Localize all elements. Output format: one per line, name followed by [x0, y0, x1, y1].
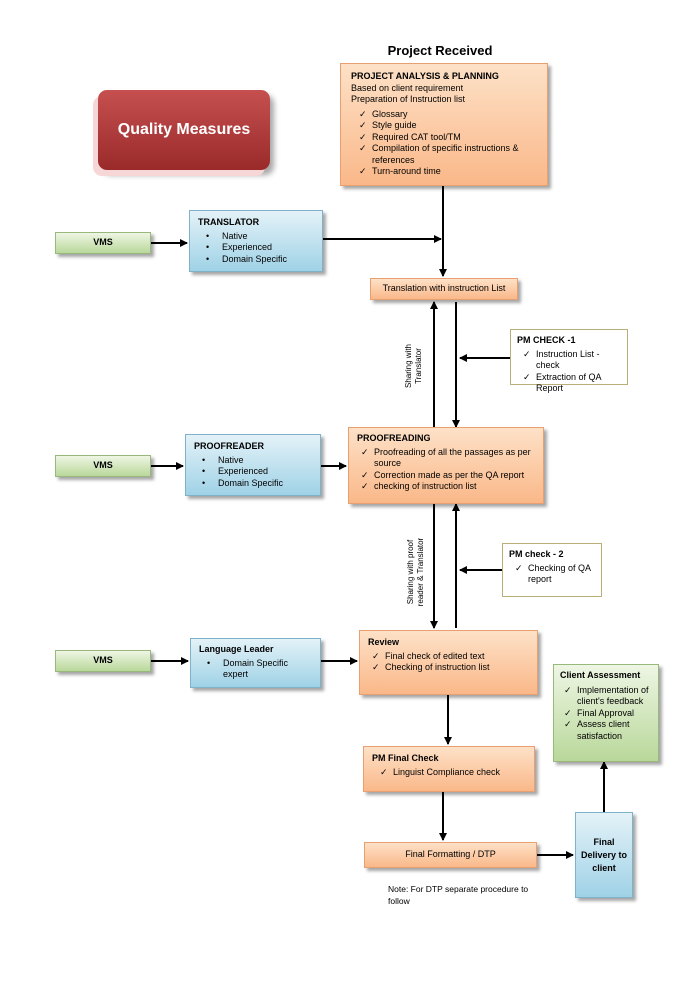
- proofreader-title: PROOFREADER: [194, 441, 265, 451]
- language-leader-title: Language Leader: [199, 644, 274, 654]
- pm-check-2-box: PM check - 2 Checking of QA report: [502, 543, 602, 597]
- translator-box: TRANSLATOR Native Experienced Domain Spe…: [189, 210, 323, 272]
- proofreader-item: Domain Specific: [194, 478, 312, 490]
- vms-box-3: VMS: [55, 650, 151, 672]
- client-assessment-item: Assess client satisfaction: [562, 719, 652, 742]
- language-leader-box: Language Leader Domain Specific expert: [190, 638, 321, 688]
- review-title: Review: [368, 637, 400, 647]
- proofreader-item: Native: [194, 455, 312, 467]
- sharing-proof-label: Sharing with proof reader & Translator: [406, 527, 428, 617]
- proofreading-box: PROOFREADING Proofreading of all the pas…: [348, 427, 544, 504]
- sharing-translator-label: Sharing with Translator: [404, 331, 426, 401]
- analysis-item: Glossary: [357, 109, 537, 121]
- pm-final-title: PM Final Check: [372, 753, 439, 763]
- vms-label: VMS: [93, 655, 113, 666]
- final-formatting-label: Final Formatting / DTP: [405, 849, 496, 860]
- proofreader-box: PROOFREADER Native Experienced Domain Sp…: [185, 434, 321, 496]
- proofreading-item: Proofreading of all the passages as per …: [359, 447, 535, 470]
- proofreading-title: PROOFREADING: [357, 433, 431, 443]
- dtp-note-text: Note: For DTP separate procedure to foll…: [388, 884, 529, 906]
- sharing-proof-line1: Sharing with proof: [406, 539, 415, 605]
- vms-label: VMS: [93, 460, 113, 471]
- analysis-item: Required CAT tool/TM: [357, 132, 537, 144]
- vms-box-1: VMS: [55, 232, 151, 254]
- sharing-translator-line1: Sharing with: [404, 343, 413, 389]
- review-box: Review Final check of edited text Checki…: [359, 630, 538, 695]
- translator-item: Native: [198, 231, 314, 243]
- translator-item: Domain Specific: [198, 254, 314, 266]
- review-item: Checking of instruction list: [370, 662, 529, 674]
- pm-check-2-item: Checking of QA report: [513, 563, 595, 586]
- project-received-title: Project Received: [387, 43, 493, 59]
- dtp-note: Note: For DTP separate procedure to foll…: [388, 883, 538, 911]
- final-formatting-box: Final Formatting / DTP: [364, 842, 537, 868]
- sharing-translator-line2: Translator: [414, 348, 423, 384]
- quality-measures-label: Quality Measures: [117, 121, 251, 138]
- analysis-item: Compilation of specific instructions & r…: [357, 143, 537, 166]
- analysis-title: PROJECT ANALYSIS & PLANNING: [351, 71, 499, 81]
- translator-title: TRANSLATOR: [198, 217, 260, 227]
- proofreader-item: Experienced: [194, 466, 312, 478]
- quality-measures-badge: Quality Measures: [98, 90, 270, 170]
- vms-label: VMS: [93, 237, 113, 248]
- vms-box-2: VMS: [55, 455, 151, 477]
- analysis-item: Style guide: [357, 120, 537, 132]
- language-leader-item: Domain Specific expert: [199, 658, 312, 681]
- analysis-item: Turn-around time: [357, 166, 537, 178]
- final-delivery-box: Final Delivery to client: [575, 812, 633, 898]
- client-assessment-title: Client Assessment: [560, 670, 641, 680]
- pm-final-item: Linguist Compliance check: [378, 767, 526, 779]
- project-analysis-box: PROJECT ANALYSIS & PLANNING Based on cli…: [340, 63, 548, 186]
- pm-check-1-title: PM CHECK -1: [517, 335, 576, 345]
- pm-check-1-box: PM CHECK -1 Instruction List - check Ext…: [510, 329, 628, 393]
- pm-final-check-box: PM Final Check Linguist Compliance check: [363, 746, 535, 792]
- translation-label: Translation with instruction List: [382, 283, 506, 294]
- pm-check-1-item: Instruction List - check: [521, 349, 621, 372]
- client-assessment-box: Client Assessment Implementation of clie…: [553, 664, 659, 762]
- analysis-line2: Preparation of Instruction list: [351, 94, 466, 104]
- pm-check-2-title: PM check - 2: [509, 549, 564, 559]
- translation-box: Translation with instruction List: [370, 278, 518, 300]
- translator-item: Experienced: [198, 242, 314, 254]
- analysis-line1: Based on client requirement: [351, 82, 464, 93]
- review-item: Final check of edited text: [370, 651, 529, 663]
- client-assessment-item: Final Approval: [562, 708, 652, 720]
- proofreading-item: checking of instruction list: [359, 481, 535, 493]
- sharing-proof-line2: reader & Translator: [416, 537, 425, 607]
- final-delivery-label: Final Delivery to client: [580, 836, 628, 873]
- client-assessment-item: Implementation of client's feedback: [562, 685, 652, 708]
- proofreading-item: Correction made as per the QA report: [359, 470, 535, 482]
- pm-check-1-item: Extraction of QA Report: [521, 372, 621, 395]
